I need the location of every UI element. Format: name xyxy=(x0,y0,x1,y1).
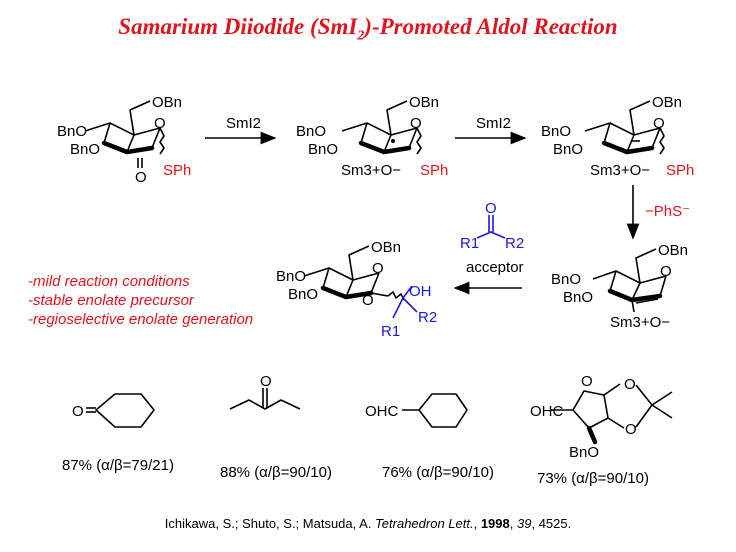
acceptor-r1: R1 xyxy=(460,235,479,252)
structure-anion: OBn BnO BnO O Sm3+O− SPh xyxy=(541,94,694,179)
acceptor-oxygen: O xyxy=(485,200,497,217)
acceptor-r2: R2 xyxy=(505,235,524,252)
obn-label: OBn xyxy=(652,94,682,111)
sph-label: SPh xyxy=(666,162,694,179)
hydroxyl-label: OH xyxy=(409,283,432,300)
furanose-oxygen: O xyxy=(581,373,593,390)
obn-label: OBn xyxy=(658,242,688,259)
bno-label: BnO xyxy=(276,268,306,285)
yield-2: 88% (α/β=90/10) xyxy=(220,464,332,481)
citation: Ichikawa, S.; Shuto, S.; Matsuda, A. Tet… xyxy=(164,516,572,531)
aldehyde-label: OHC xyxy=(530,403,564,420)
ring-oxygen: O xyxy=(653,115,665,132)
obn-label: OBn xyxy=(152,94,182,111)
note-3: -regioselective enolate generation xyxy=(28,311,254,328)
obn-label: OBn xyxy=(371,239,401,256)
bno-label: BnO xyxy=(563,289,593,306)
ring-oxygen: O xyxy=(372,260,384,277)
product-r2: R2 xyxy=(418,309,437,326)
example-furanose: O O O OHC BnO xyxy=(530,373,673,461)
dioxolane-oxygen: O xyxy=(624,376,636,393)
obn-label: OBn xyxy=(409,94,439,111)
reagent-smi2: SmI2 xyxy=(476,115,511,132)
structure-start: OBn BnO BnO O O SPh xyxy=(57,94,191,186)
bno-label: BnO xyxy=(57,123,87,140)
structure-enolate: OBn BnO BnO O Sm3+O− xyxy=(551,242,688,331)
samarium-alkoxide: Sm3+O− xyxy=(610,314,670,331)
ring-oxygen: O xyxy=(410,115,422,132)
page-title: Samarium Diiodide (SmI2)-Promoted Aldol … xyxy=(118,14,618,44)
ketone-oxygen: O xyxy=(72,403,84,420)
ring-oxygen: O xyxy=(660,263,672,280)
acceptor-carbonyl: O R1 R2 acceptor xyxy=(460,200,524,276)
bno-label: BnO xyxy=(296,123,326,140)
carbonyl-oxygen: O xyxy=(135,169,147,186)
structure-radical: OBn BnO BnO O Sm3+O− SPh xyxy=(296,94,448,179)
ketone-oxygen: O xyxy=(260,373,272,390)
bno-label: BnO xyxy=(288,286,318,303)
acceptor-label: acceptor xyxy=(466,259,524,276)
bno-label: BnO xyxy=(308,141,338,158)
product-r1: R1 xyxy=(381,323,400,340)
yield-3: 76% (α/β=90/10) xyxy=(382,464,494,481)
bno-label: BnO xyxy=(569,444,599,461)
example-cyclohexanone: O xyxy=(72,393,155,428)
example-aldehyde: OHC xyxy=(365,393,468,428)
bno-label: BnO xyxy=(551,271,581,288)
bno-label: BnO xyxy=(553,141,583,158)
yield-4: 73% (α/β=90/10) xyxy=(537,470,649,487)
note-1: -mild reaction conditions xyxy=(28,273,190,290)
carbonyl-oxygen: O xyxy=(362,292,374,309)
yield-1: 87% (α/β=79/21) xyxy=(62,457,174,474)
sph-label: SPh xyxy=(420,162,448,179)
bno-label: BnO xyxy=(70,141,100,158)
bno-label: BnO xyxy=(541,123,571,140)
dioxolane-oxygen: O xyxy=(625,421,637,438)
reagent-smi2: SmI2 xyxy=(226,115,261,132)
aldehyde-label: OHC xyxy=(365,403,399,420)
reagent-phs: −PhS⁻ xyxy=(645,203,690,220)
structure-product: OBn BnO BnO O O OH R1 R2 xyxy=(276,239,437,340)
note-2: -stable enolate precursor xyxy=(28,292,194,309)
ring-oxygen: O xyxy=(154,115,166,132)
samarium-alkoxide: Sm3+O− xyxy=(341,162,401,179)
sph-label: SPh xyxy=(163,162,191,179)
example-pentanone: O xyxy=(229,373,301,410)
samarium-alkoxide: Sm3+O− xyxy=(590,162,650,179)
